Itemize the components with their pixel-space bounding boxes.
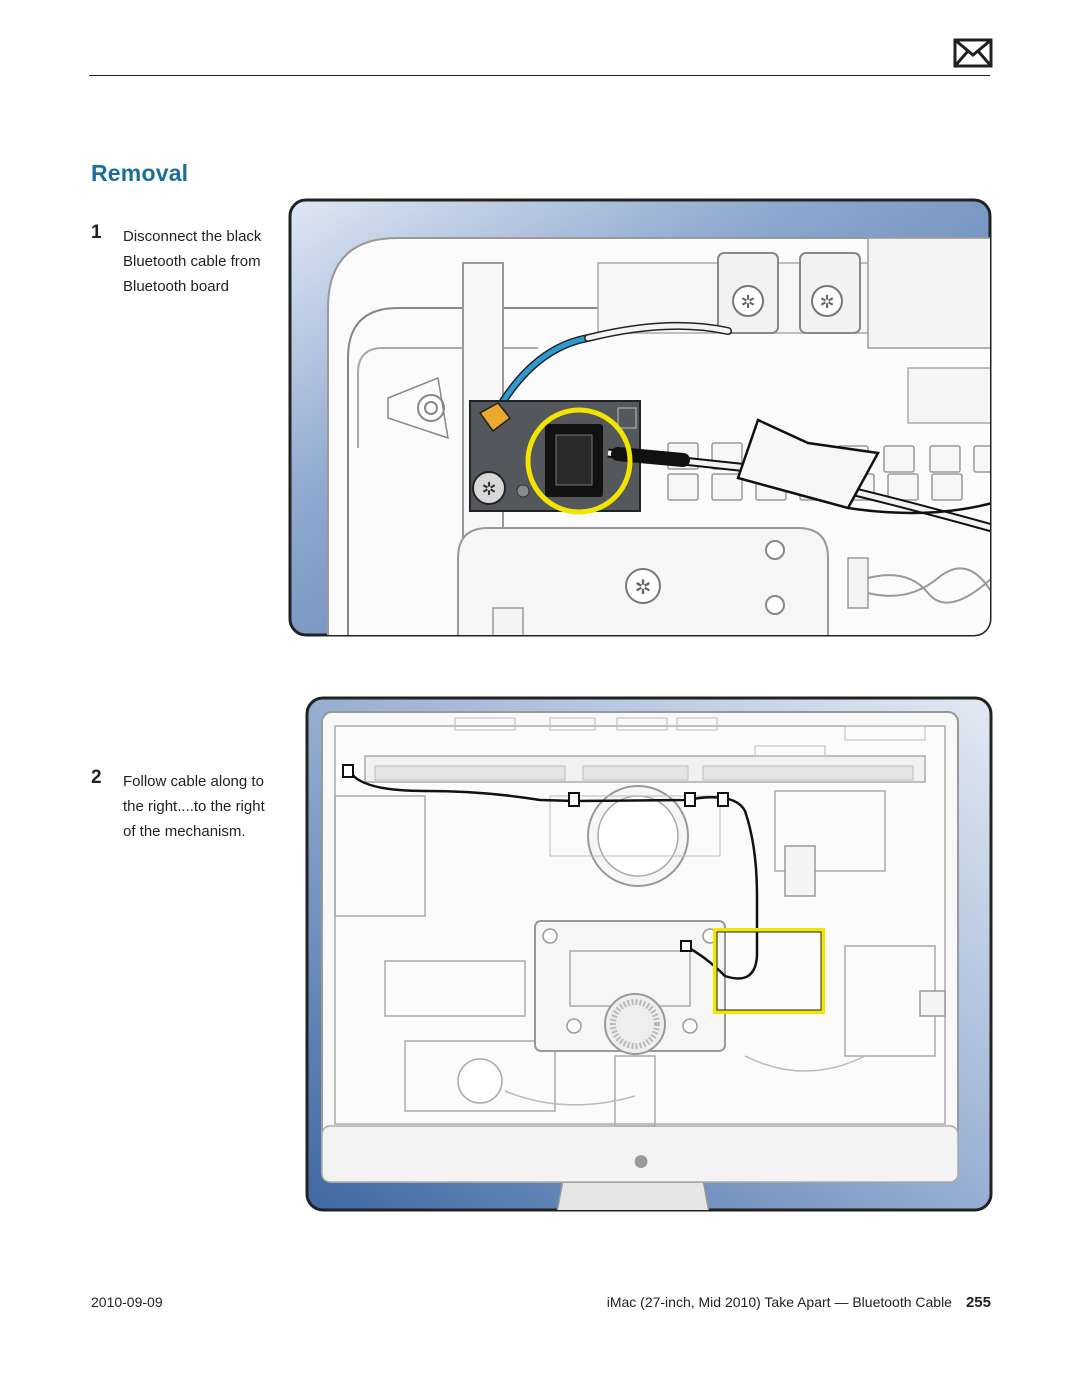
step-text: Follow cable along to the right....to th… [123,769,293,844]
imac-interior-figure: ● [305,696,993,1212]
step-number: 2 [91,767,102,788]
header-rule [89,75,990,76]
svg-text:✲: ✲ [481,479,496,499]
footer-doc: iMac (27-inch, Mid 2010) Take Apart — Bl… [607,1294,991,1311]
svg-text:✲: ✲ [819,292,834,312]
svg-text:●: ● [632,1144,650,1177]
step-text-line: Bluetooth board [123,278,229,295]
svg-text:✲: ✲ [740,292,755,312]
svg-text:✲: ✲ [635,577,652,599]
step-text-line: the right....to the right [123,798,265,815]
bluetooth-board-figure: ✲ ✲ ✲ [288,198,992,637]
step-text-line: Follow cable along to [123,773,264,790]
step-number: 1 [91,222,102,243]
section-title: Removal [91,160,189,186]
page-number: 255 [965,1294,991,1311]
envelope-icon[interactable] [953,38,993,68]
footer-doc-title: iMac (27-inch, Mid 2010) Take Apart — Bl… [606,1294,952,1310]
step-text: Disconnect the black Bluetooth cable fro… [123,224,293,299]
step-text-line: of the mechanism. [123,823,246,840]
step-text-line: Disconnect the black [123,228,262,245]
step-text-line: Bluetooth cable from [123,253,261,270]
footer-date: 2010-09-09 [91,1294,163,1310]
